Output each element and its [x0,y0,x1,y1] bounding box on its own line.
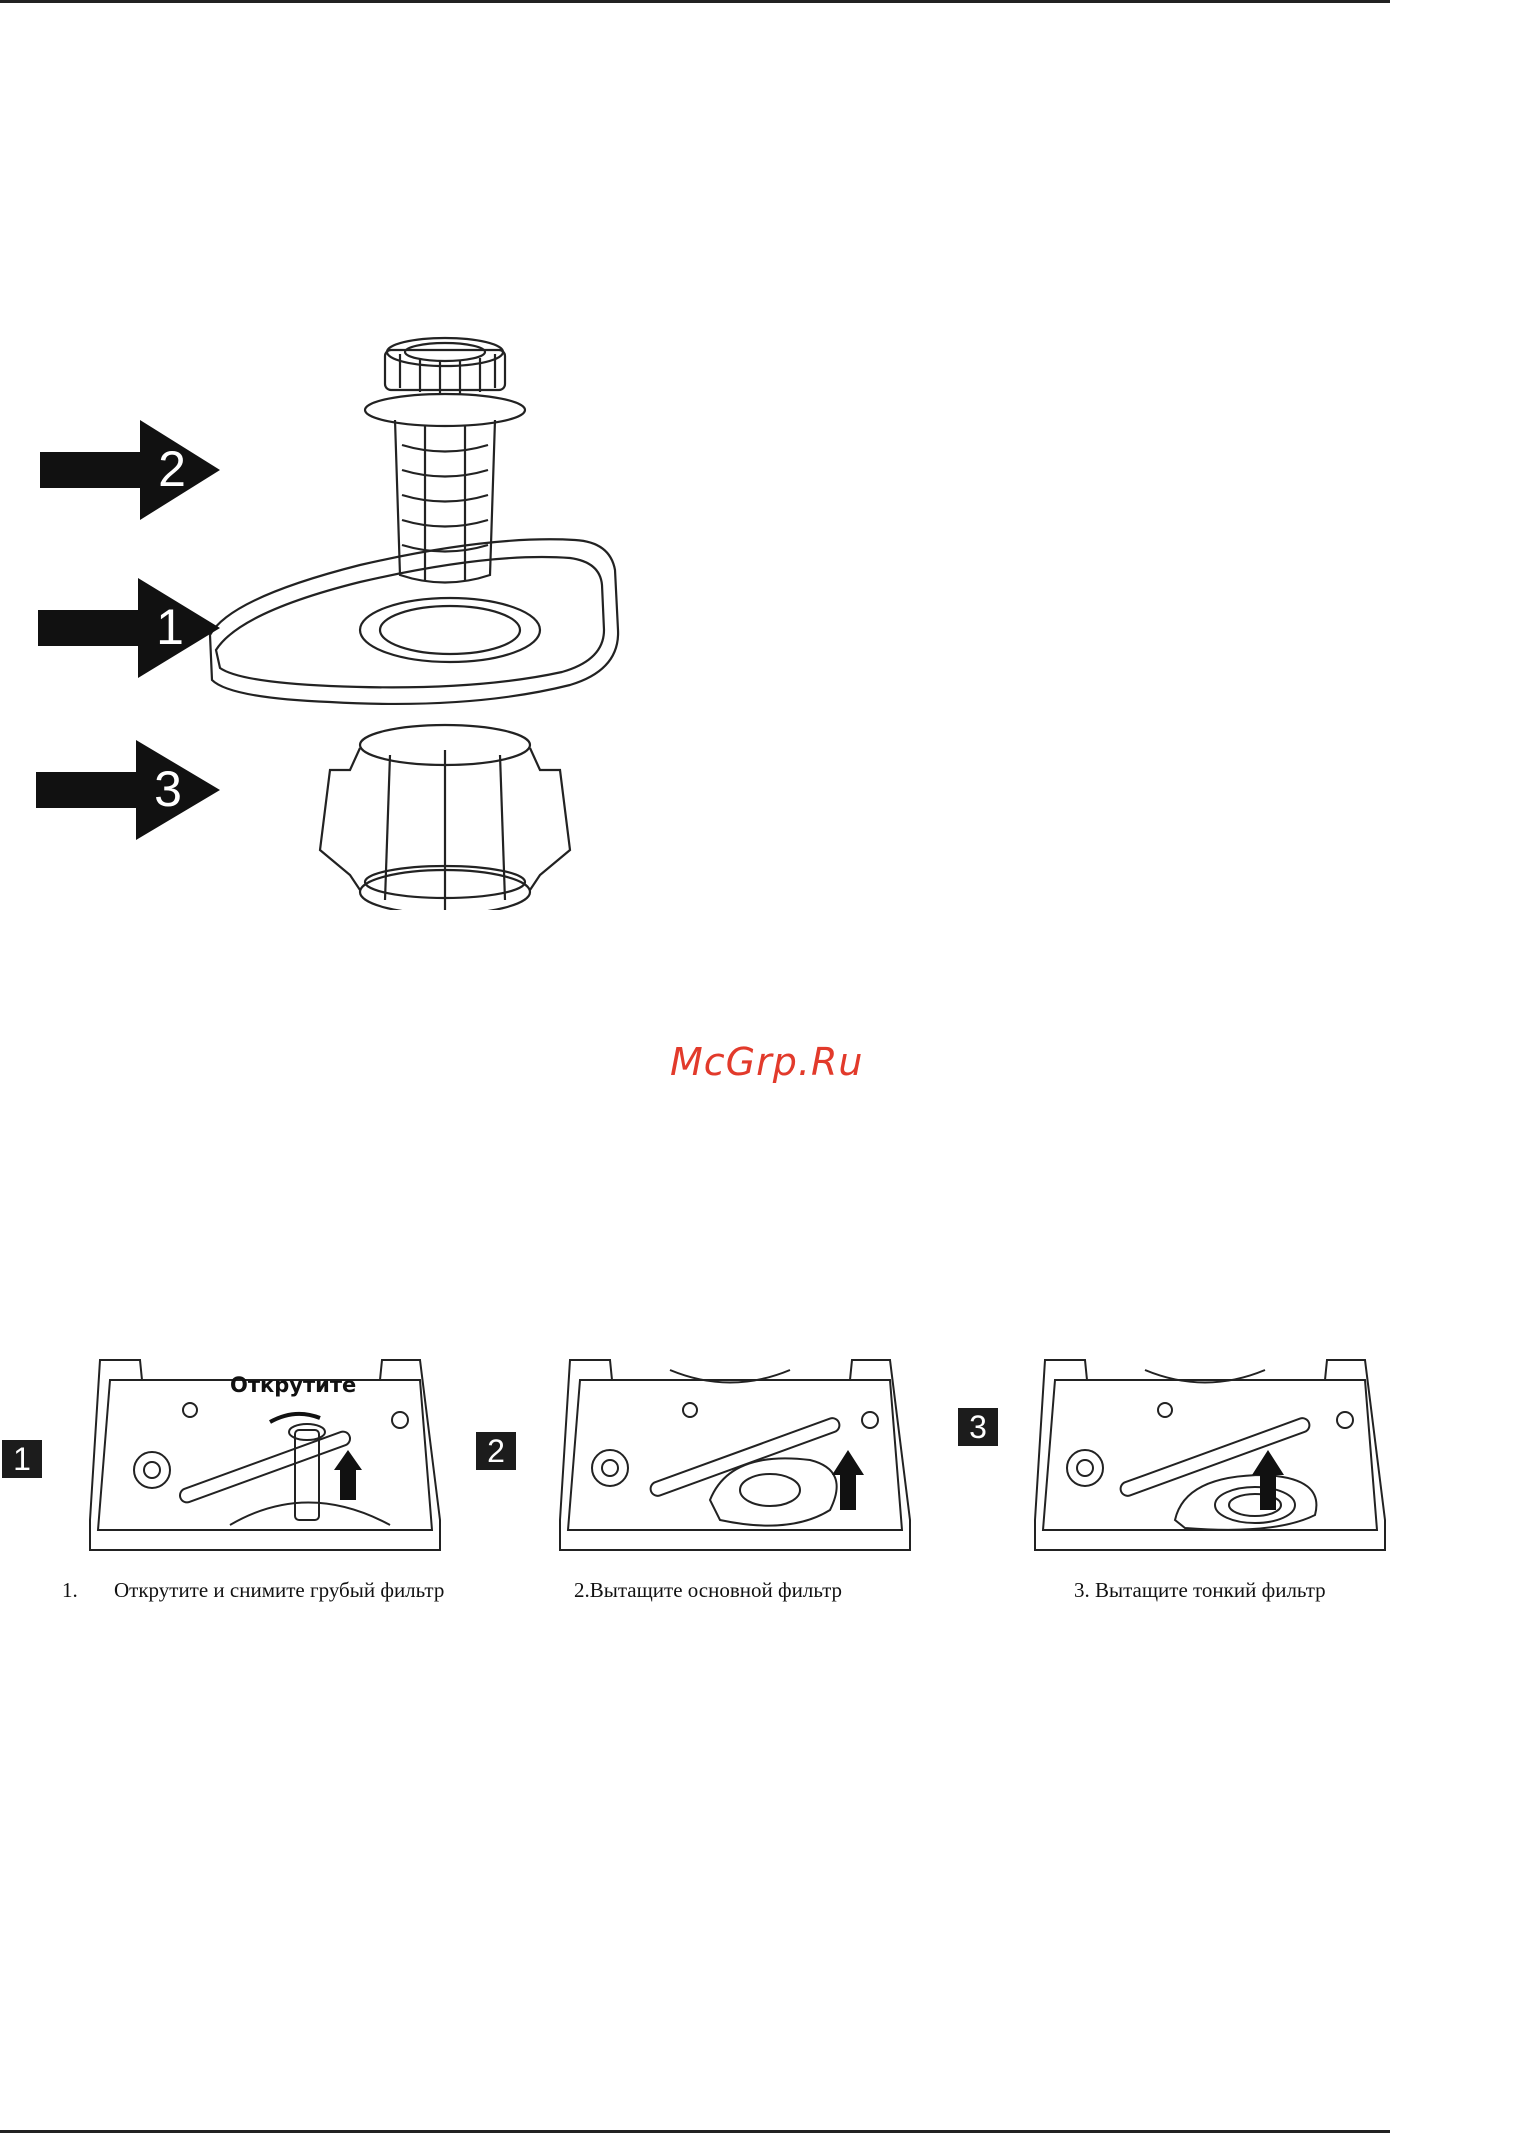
step-caption-1: 1.Открутите и снимите грубый фильтр [62,1578,444,1603]
step-caption-1-text: Открутите и снимите грубый фильтр [114,1578,444,1602]
main-filter-drawing [210,539,618,704]
up-arrow-icon [334,1450,362,1500]
rotate-arrow-icon [270,1414,320,1422]
step-badge-3: 3 [958,1408,998,1446]
step-3-drawing [1025,1350,1405,1570]
coarse-filter-drawing [365,338,525,583]
step-badge-2: 2 [476,1432,516,1470]
step-caption-3: 3. Вытащите тонкий фильтр [1074,1578,1326,1603]
callout-arrow-3: 3 [36,740,220,840]
step-2-illustration [550,1350,930,1575]
step-3-illustration [1025,1350,1405,1575]
callout-number-1: 1 [156,599,184,655]
step-caption-2: 2.Вытащите основной фильтр [574,1578,842,1603]
callout-arrow-1: 1 [38,578,220,678]
watermark: McGrp.Ru [670,1040,863,1084]
step-2-drawing [550,1350,930,1570]
step-badge-1: 1 [2,1440,42,1478]
top-rule [0,0,1390,3]
callout-arrow-2: 2 [40,420,220,520]
callout-number-2: 2 [158,441,186,497]
bottom-rule [0,2130,1390,2133]
callout-number-3: 3 [154,761,182,817]
fine-filter-drawing [320,725,570,910]
step-caption-1-number: 1. [62,1578,114,1603]
twist-label: Открутите [230,1373,356,1397]
